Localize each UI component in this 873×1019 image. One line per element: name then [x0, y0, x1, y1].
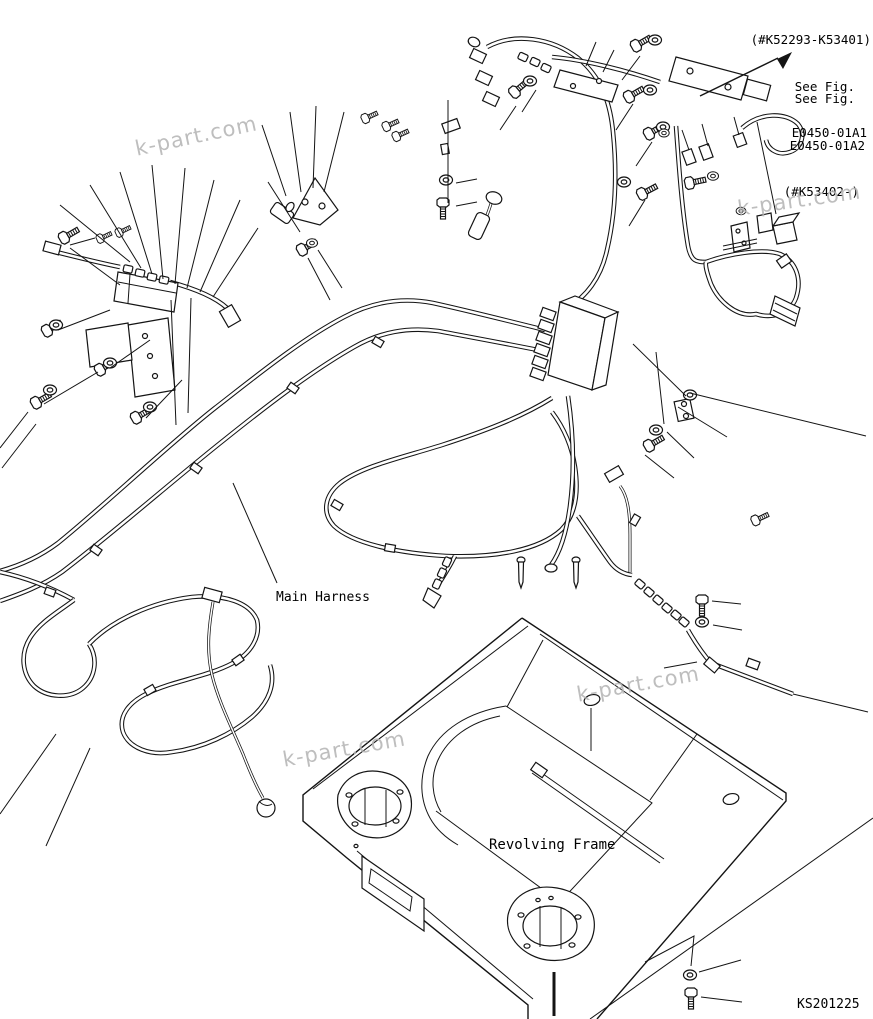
fig-reference-top: (#K52293-K53401) See Fig. E0450-01A1 — [751, 1, 871, 156]
revolving-frame-drawing — [302, 617, 873, 1019]
fig-ref-number: E0450-01A1 — [791, 125, 867, 140]
revolving-frame-label: Revolving Frame — [489, 837, 616, 853]
main-harness-label: Main Harness — [276, 590, 370, 605]
drawing-code: KS201225 — [797, 997, 860, 1012]
see-fig-arrow — [699, 52, 792, 97]
fig-ref-number-2: E0450-01A2 — [789, 137, 865, 153]
fig-ref-serial-range-2: (#K53402-) — [783, 184, 859, 199]
main-harness-drawing — [0, 36, 869, 818]
fig-ref-see-fig-2: See Fig. — [794, 91, 855, 106]
fig-reference-bottom: See Fig. E0450-01A2 (#K53402-) — [784, 60, 865, 215]
fig-ref-see-fig: See Fig. — [794, 78, 855, 94]
fig-ref-serial-range: (#K52293-K53401) — [750, 32, 871, 47]
leader-lines — [0, 41, 867, 847]
hardware-parts — [28, 31, 771, 697]
brackets-and-blocks — [85, 36, 801, 674]
